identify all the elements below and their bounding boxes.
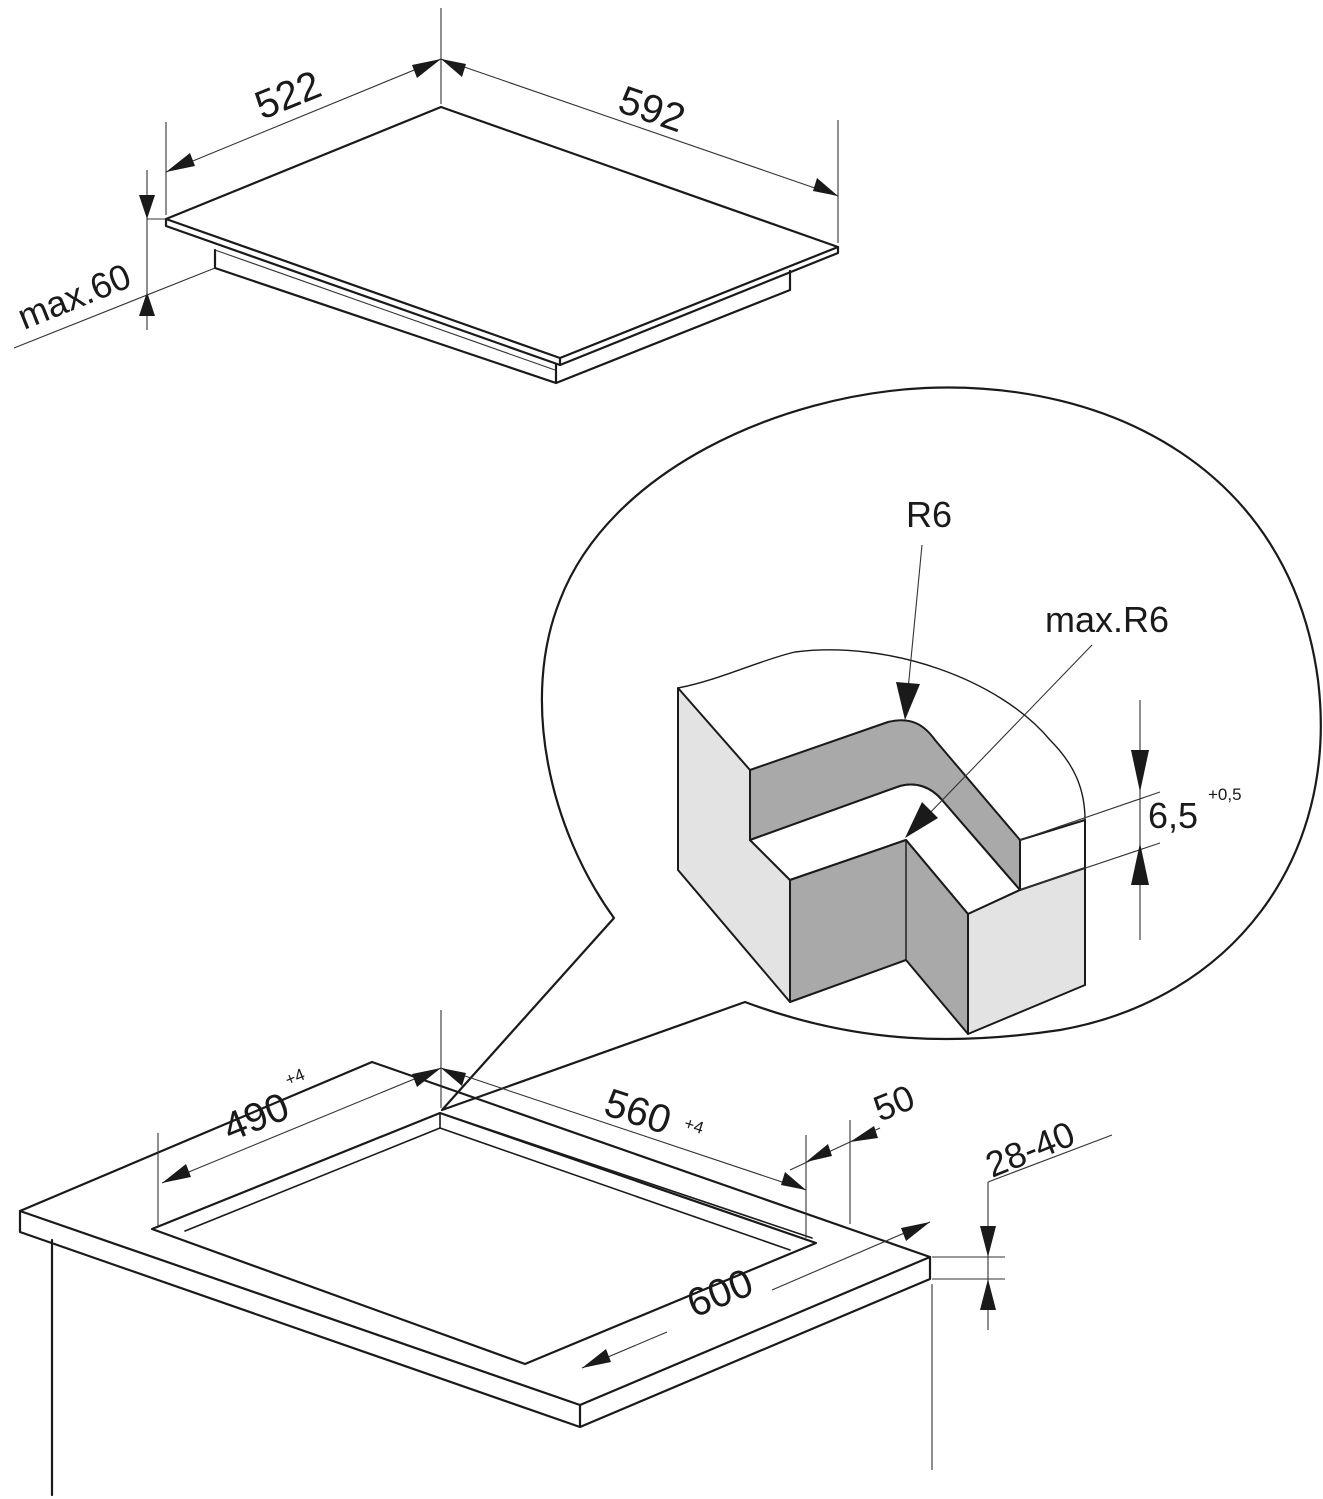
cutout-rebate-line [454,1117,813,1239]
label-490: 490 [217,1085,295,1151]
arrow-max-r6 [905,802,938,838]
leader-thickness [987,1134,1113,1183]
arrow-step-bottom [1131,843,1149,885]
detail-bubble-outline [440,386,1322,1112]
arrow-thickness-top [980,1226,996,1257]
hob-glass-top [164,105,840,360]
dim-line-490 [161,1067,442,1184]
ext-height-bottom [13,267,216,349]
arrow-522-right [412,59,441,78]
label-560: 560 [599,1081,676,1143]
label-max-60: max.60 [12,255,137,337]
label-490-tolerance: +4 [282,1065,307,1090]
arrow-592-left [441,59,466,77]
label-50: 50 [868,1076,920,1129]
label-step-tolerance: +0,5 [1208,785,1242,804]
arrow-50-left [806,1144,832,1162]
ext-step-bottom [1019,842,1161,891]
hob-body [213,248,792,385]
arrow-490-left [162,1164,191,1183]
worktop-top [18,1060,932,1407]
dim-line-522 [165,58,442,173]
hob-glass-edge [164,217,840,367]
detail-bubble [440,386,1322,1112]
arrow-step-top [1131,750,1149,792]
arrow-522-left [166,153,195,172]
arrow-50-right [850,1126,878,1142]
arrow-600-right [901,1222,930,1241]
leader-r6 [907,544,923,691]
detail-top-right-edge [1019,819,1086,869]
cutout-opening [150,1111,818,1366]
label-max-r6: max.R6 [1045,599,1169,640]
arrow-560-left [441,1068,466,1086]
label-step: 6,5 [1148,795,1198,836]
cutout-inner-rim [184,1127,791,1251]
label-28-40: 28-40 [980,1113,1081,1186]
detail-right-face [967,867,1086,1035]
worktop-front-edge [18,1209,932,1429]
dim-line-592 [440,58,839,197]
worktop-dimensions [157,1010,1113,1369]
arrow-490-right [412,1068,441,1087]
ext-step-top [1019,791,1161,841]
label-592: 592 [613,78,690,141]
label-560-tolerance: +4 [682,1114,706,1138]
arrow-560-right [781,1172,806,1190]
hob-drawing [164,105,840,385]
worktop-drawing [18,1060,933,1497]
hob-body-edge [214,249,556,371]
arrow-thickness-bottom [980,1279,996,1310]
arrow-592-right [813,178,838,196]
hob-dimensions [13,8,839,349]
leader-max-r6 [924,644,1093,819]
arrow-600-left [582,1349,611,1368]
arrow-r6 [896,682,920,720]
arrow-height-top [139,195,155,219]
arrow-height-bottom [139,292,155,316]
dim-line-560 [440,1067,807,1191]
detail-section-outline [677,649,1086,821]
label-r6: R6 [906,494,952,535]
label-522: 522 [249,63,327,129]
